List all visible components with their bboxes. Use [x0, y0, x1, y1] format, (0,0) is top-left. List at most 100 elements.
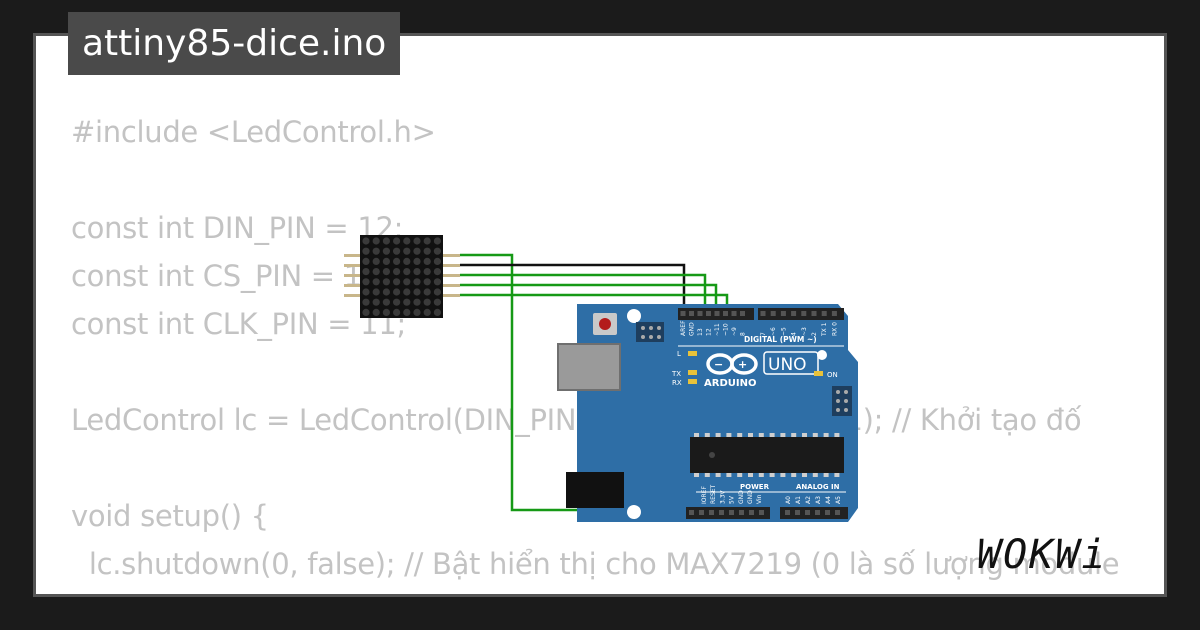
- led-matrix[interactable]: [360, 235, 443, 318]
- digital-pin-label: 4: [791, 332, 798, 336]
- led-dot: [423, 268, 431, 276]
- digital-pin-label: ~10: [723, 323, 730, 336]
- header-hole: [723, 311, 728, 316]
- led-dot: [362, 298, 370, 306]
- chip-pin: [748, 473, 753, 477]
- led-dot: [403, 308, 411, 316]
- digital-pin-label: 7: [760, 332, 767, 336]
- header-hole: [749, 510, 754, 515]
- led-dot: [433, 278, 441, 286]
- led-l-label: L: [677, 350, 681, 358]
- led-dot: [382, 288, 390, 296]
- svg-text:+: +: [738, 358, 747, 371]
- chip-pin: [748, 433, 753, 437]
- chip-pin: [791, 473, 797, 477]
- chip-pin: [823, 433, 829, 437]
- header-hole: [739, 510, 744, 515]
- header-hole: [714, 311, 720, 316]
- chip-pin: [758, 473, 764, 477]
- led-dot: [433, 268, 441, 276]
- led-dot: [423, 298, 431, 306]
- led-dot: [413, 237, 421, 245]
- led-matrix-pins: [344, 254, 460, 297]
- led-dot: [413, 298, 421, 306]
- led-dot: [382, 257, 390, 265]
- led-dot: [372, 278, 380, 286]
- digital-pin-label: AREF: [680, 320, 687, 336]
- led-dot: [393, 237, 401, 245]
- chip-pin: [704, 473, 710, 477]
- chip-pin: [834, 433, 840, 437]
- chip-pin: [834, 473, 840, 477]
- chip-pin: [802, 473, 807, 477]
- code-line: lc.shutdown(0, false); // Bật hiển thị c…: [71, 547, 1120, 581]
- chip-pin: [726, 473, 732, 477]
- chip-pin: [769, 433, 775, 437]
- led-dot: [433, 237, 441, 245]
- code-line: #include <LedControl.h>: [71, 115, 436, 149]
- led-dot: [403, 247, 411, 255]
- led-dot: [403, 237, 411, 245]
- chip-pin: [758, 433, 764, 437]
- power-pin-label: RESET: [710, 484, 717, 504]
- analog-pin-label: A3: [815, 496, 822, 504]
- header-hole: [815, 510, 820, 515]
- chip-pin: [812, 433, 818, 437]
- header-hole: [719, 510, 724, 515]
- chip-pin: [802, 433, 807, 437]
- digital-label: DIGITAL (PWM ~): [744, 335, 817, 344]
- led-dot: [403, 288, 411, 296]
- led-dot: [382, 237, 390, 245]
- led-dot: [372, 237, 380, 245]
- led-dot: [423, 257, 431, 265]
- led-dot: [423, 308, 431, 316]
- header-hole: [689, 311, 694, 316]
- header-hole: [699, 510, 704, 515]
- header-hole: [740, 311, 745, 316]
- led-dot: [362, 237, 370, 245]
- analog-pin-label: A2: [805, 496, 812, 504]
- on-label: ON: [827, 371, 838, 379]
- header-hole: [709, 510, 714, 515]
- led-dot: [433, 288, 441, 296]
- led-dot: [362, 257, 370, 265]
- chip-pin: [769, 473, 775, 477]
- led-dot: [403, 268, 411, 276]
- chip-pin: [715, 433, 721, 437]
- chip-pin: [780, 433, 786, 437]
- wire-gnd: [460, 263, 686, 312]
- led-dot: [423, 247, 431, 255]
- power-label: POWER: [740, 483, 770, 491]
- file-title-tab[interactable]: attiny85-dice.ino: [68, 12, 401, 75]
- led-dot: [413, 257, 421, 265]
- led-dot: [393, 288, 401, 296]
- wire-cs: [460, 283, 718, 312]
- digital-pin-label: 8: [740, 332, 747, 336]
- led-dot: [403, 278, 411, 286]
- led-dot: [423, 288, 431, 296]
- chip-pin: [780, 473, 786, 477]
- led-dot: [372, 298, 380, 306]
- digital-pin-label: ~11: [714, 323, 721, 336]
- header-hole: [680, 311, 686, 316]
- header-hole: [706, 311, 711, 316]
- chip-pin: [726, 433, 732, 437]
- wokwi-logo: WOKWi: [977, 532, 1105, 578]
- analog-pin-label: A1: [795, 496, 802, 504]
- led-dot: [393, 257, 401, 265]
- header-hole: [825, 510, 830, 515]
- header-hole: [805, 510, 810, 515]
- led-dot: [433, 298, 441, 306]
- chip-pin: [737, 433, 743, 437]
- led-dot: [382, 268, 390, 276]
- led-dot: [362, 247, 370, 255]
- header-hole: [795, 510, 800, 515]
- led-dot: [382, 247, 390, 255]
- wire-din: [460, 273, 707, 312]
- chip-pin: [694, 433, 699, 437]
- digital-pin-label: GND: [689, 322, 696, 336]
- code-line: const int DIN_PIN = 12;: [71, 211, 404, 245]
- code-line: void setup() {: [71, 499, 269, 533]
- led-dot: [413, 278, 421, 286]
